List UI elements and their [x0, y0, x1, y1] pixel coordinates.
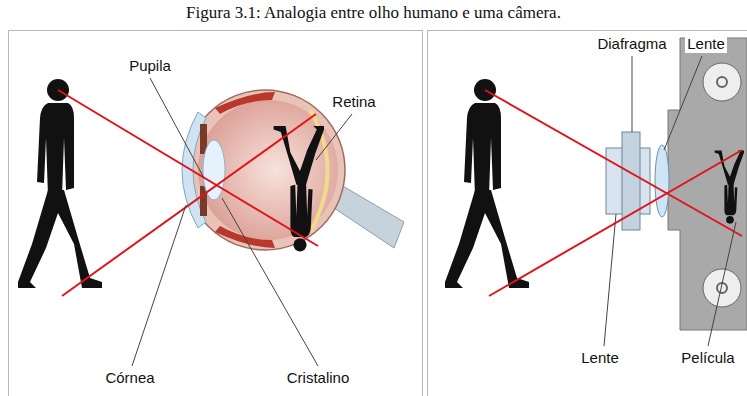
part-label: Pupila: [127, 57, 173, 74]
part-label: Lente: [579, 349, 621, 366]
panel-frame: [428, 31, 747, 396]
part-label: Película: [679, 349, 736, 366]
person-silhouette: [18, 79, 102, 288]
person-silhouette: [445, 79, 529, 288]
part-label: Cristalino: [285, 369, 352, 386]
film-image: [715, 151, 744, 224]
part-label: Córnea: [103, 369, 156, 386]
part-label: Diafragma: [595, 35, 668, 52]
panel-frame: [9, 31, 423, 396]
light-ray: [58, 90, 318, 246]
figure-title: Figura 3.1: Analogia entre olho humano e…: [186, 3, 561, 23]
leader-lines: [604, 56, 736, 346]
camera-drawing: [606, 38, 747, 330]
light-ray: [62, 114, 316, 296]
part-label: Lente: [685, 35, 727, 52]
light-ray: [485, 90, 742, 236]
retina-image: [274, 126, 324, 251]
part-label: Retina: [330, 93, 377, 110]
leader-lines: [132, 78, 352, 366]
